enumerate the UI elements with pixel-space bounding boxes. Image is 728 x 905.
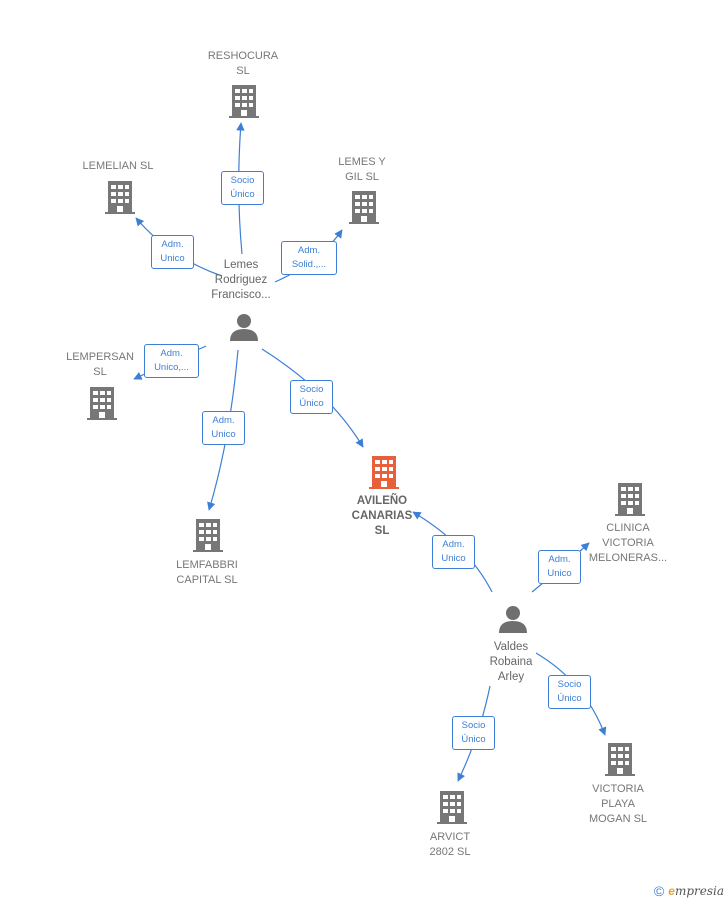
copyright-icon: ©	[653, 883, 665, 899]
company-label-avileno[interactable]: AVILEÑO CANARIAS SL	[351, 495, 413, 537]
company-label-lemelian[interactable]: LEMELIAN SL	[82, 160, 154, 172]
building-icon[interactable]	[87, 387, 117, 420]
building-icon[interactable]	[605, 743, 635, 776]
company-label-clinica[interactable]: CLINICA VICTORIA MELONERAS...	[588, 522, 668, 564]
relation-label[interactable]: Adm. Unico	[432, 535, 475, 569]
footer-brand[interactable]: © empresia	[654, 883, 724, 899]
relation-label[interactable]: Adm. Solid.,...	[281, 241, 337, 275]
building-icon[interactable]	[615, 483, 645, 516]
relation-label[interactable]: Adm. Unico	[538, 550, 581, 584]
relation-label[interactable]: Socio Único	[221, 171, 264, 205]
company-label-lemes-gil[interactable]: LEMES Y GIL SL	[338, 156, 386, 183]
person-icon[interactable]	[230, 314, 258, 341]
building-icon[interactable]	[369, 456, 399, 489]
brand-logo: empresia	[668, 884, 724, 898]
building-icon[interactable]	[437, 791, 467, 824]
building-icon[interactable]	[105, 181, 135, 214]
person-label-valdes[interactable]: Valdes Robaina Arley	[489, 641, 533, 683]
company-label-victoria-playa[interactable]: VICTORIA PLAYA MOGAN SL	[588, 783, 648, 825]
company-label-lemfabbri[interactable]: LEMFABBRI CAPITAL SL	[176, 559, 238, 586]
person-label-lemes[interactable]: Lemes Rodriguez Francisco...	[211, 259, 271, 301]
relation-label[interactable]: Adm. Unico	[151, 235, 194, 269]
person-icon[interactable]	[499, 606, 527, 633]
company-label-lempersan[interactable]: LEMPERSAN SL	[66, 351, 134, 378]
relation-label[interactable]: Socio Único	[290, 380, 333, 414]
building-icon[interactable]	[193, 519, 223, 552]
relation-label[interactable]: Adm. Unico,...	[144, 344, 199, 378]
relation-label[interactable]: Socio Único	[452, 716, 495, 750]
company-label-reshocura[interactable]: RESHOCURA SL	[207, 50, 279, 77]
building-icon[interactable]	[229, 85, 259, 118]
relation-label[interactable]: Adm. Unico	[202, 411, 245, 445]
relation-label[interactable]: Socio Único	[548, 675, 591, 709]
building-icon[interactable]	[349, 191, 379, 224]
company-label-arvict[interactable]: ARVICT 2802 SL	[429, 831, 471, 858]
